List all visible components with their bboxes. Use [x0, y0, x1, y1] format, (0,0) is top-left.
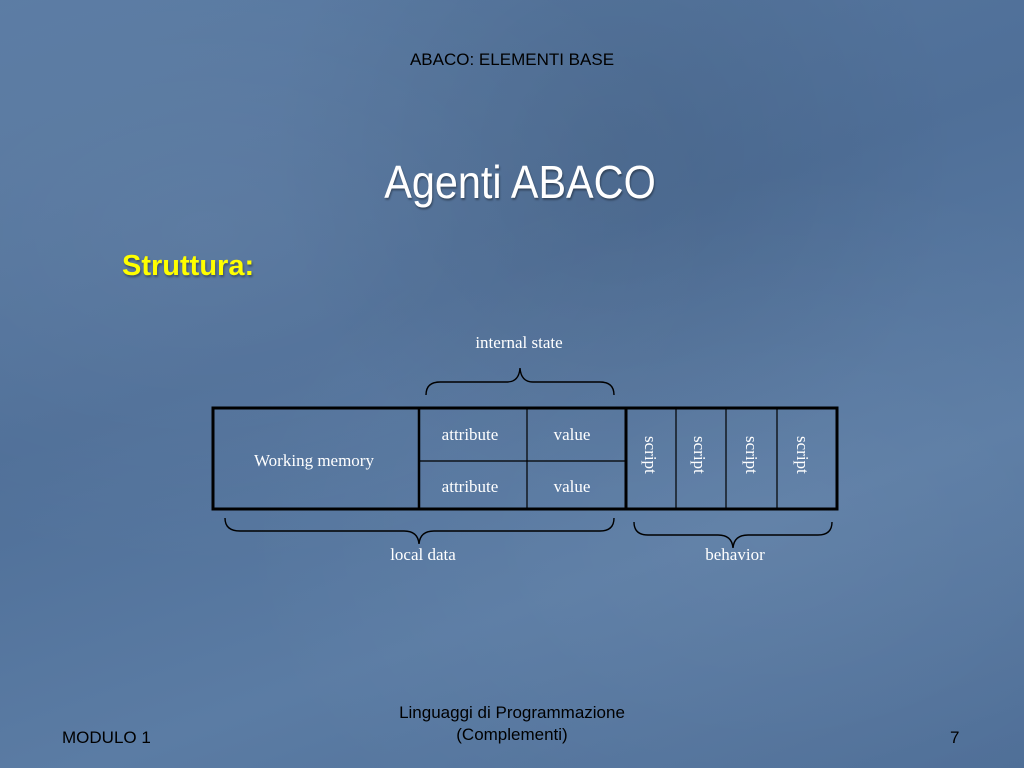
slide-title: Agenti ABACO	[384, 156, 656, 208]
script-cell: script	[793, 436, 812, 474]
footer-course-line2: (Complementi)	[456, 725, 568, 744]
page-number: 7	[950, 728, 960, 747]
header-title: ABACO: ELEMENTI BASE	[409, 50, 615, 69]
internal-state-label: internal state	[475, 333, 562, 352]
behavior-label: behavior	[705, 545, 765, 564]
footer-course-line1: Linguaggi di Programmazione	[399, 703, 625, 722]
local-data-brace	[224, 517, 615, 545]
value-cell: value	[554, 425, 591, 444]
script-cell: script	[742, 436, 761, 474]
behavior-brace	[633, 521, 833, 549]
value-cell: value	[554, 477, 591, 496]
attribute-cell: attribute	[442, 477, 499, 496]
section-label: Struttura:	[122, 250, 255, 282]
internal-state-brace	[425, 367, 615, 396]
footer-module: MODULO 1	[62, 728, 151, 747]
script-cell: script	[690, 436, 709, 474]
script-cell: script	[641, 436, 660, 474]
structure-box	[211, 406, 839, 511]
working-memory-label: Working memory	[254, 451, 374, 470]
footer-course: Linguaggi di Programmazione (Complementi…	[312, 702, 712, 746]
local-data-label: local data	[390, 545, 456, 564]
attribute-cell: attribute	[442, 425, 499, 444]
